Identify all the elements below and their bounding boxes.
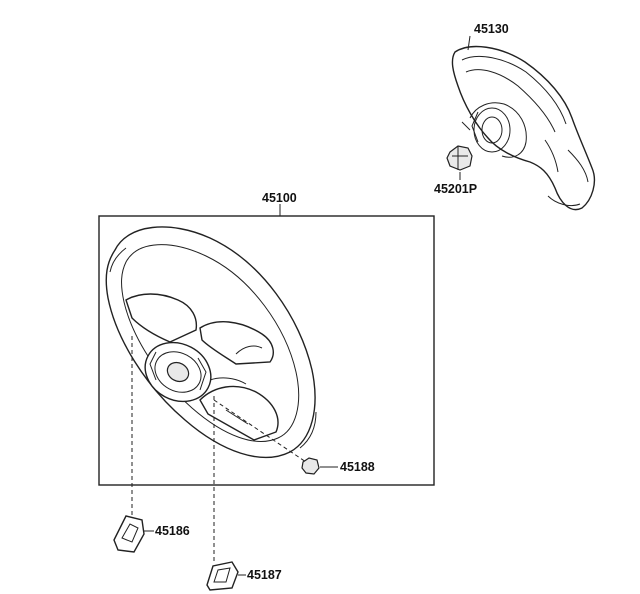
leader-45130: [467, 35, 471, 51]
steering-wheel-assy-frame: [98, 215, 435, 486]
label-45188: 45188: [340, 460, 375, 474]
lower-cover-right-illustration: [206, 561, 239, 591]
lower-cover-left-illustration: [113, 515, 145, 553]
label-45201p: 45201P: [434, 182, 477, 196]
label-45130: 45130: [474, 22, 509, 36]
label-45100: 45100: [262, 191, 297, 205]
screw-illustration: [301, 457, 320, 475]
steering-nut-illustration: [446, 145, 473, 171]
steering-wheel-illustration: [105, 226, 317, 459]
label-45187: 45187: [247, 568, 282, 582]
label-45186: 45186: [155, 524, 190, 538]
horn-pad-cover-illustration: [451, 45, 596, 211]
screw-centerline: [213, 399, 307, 463]
